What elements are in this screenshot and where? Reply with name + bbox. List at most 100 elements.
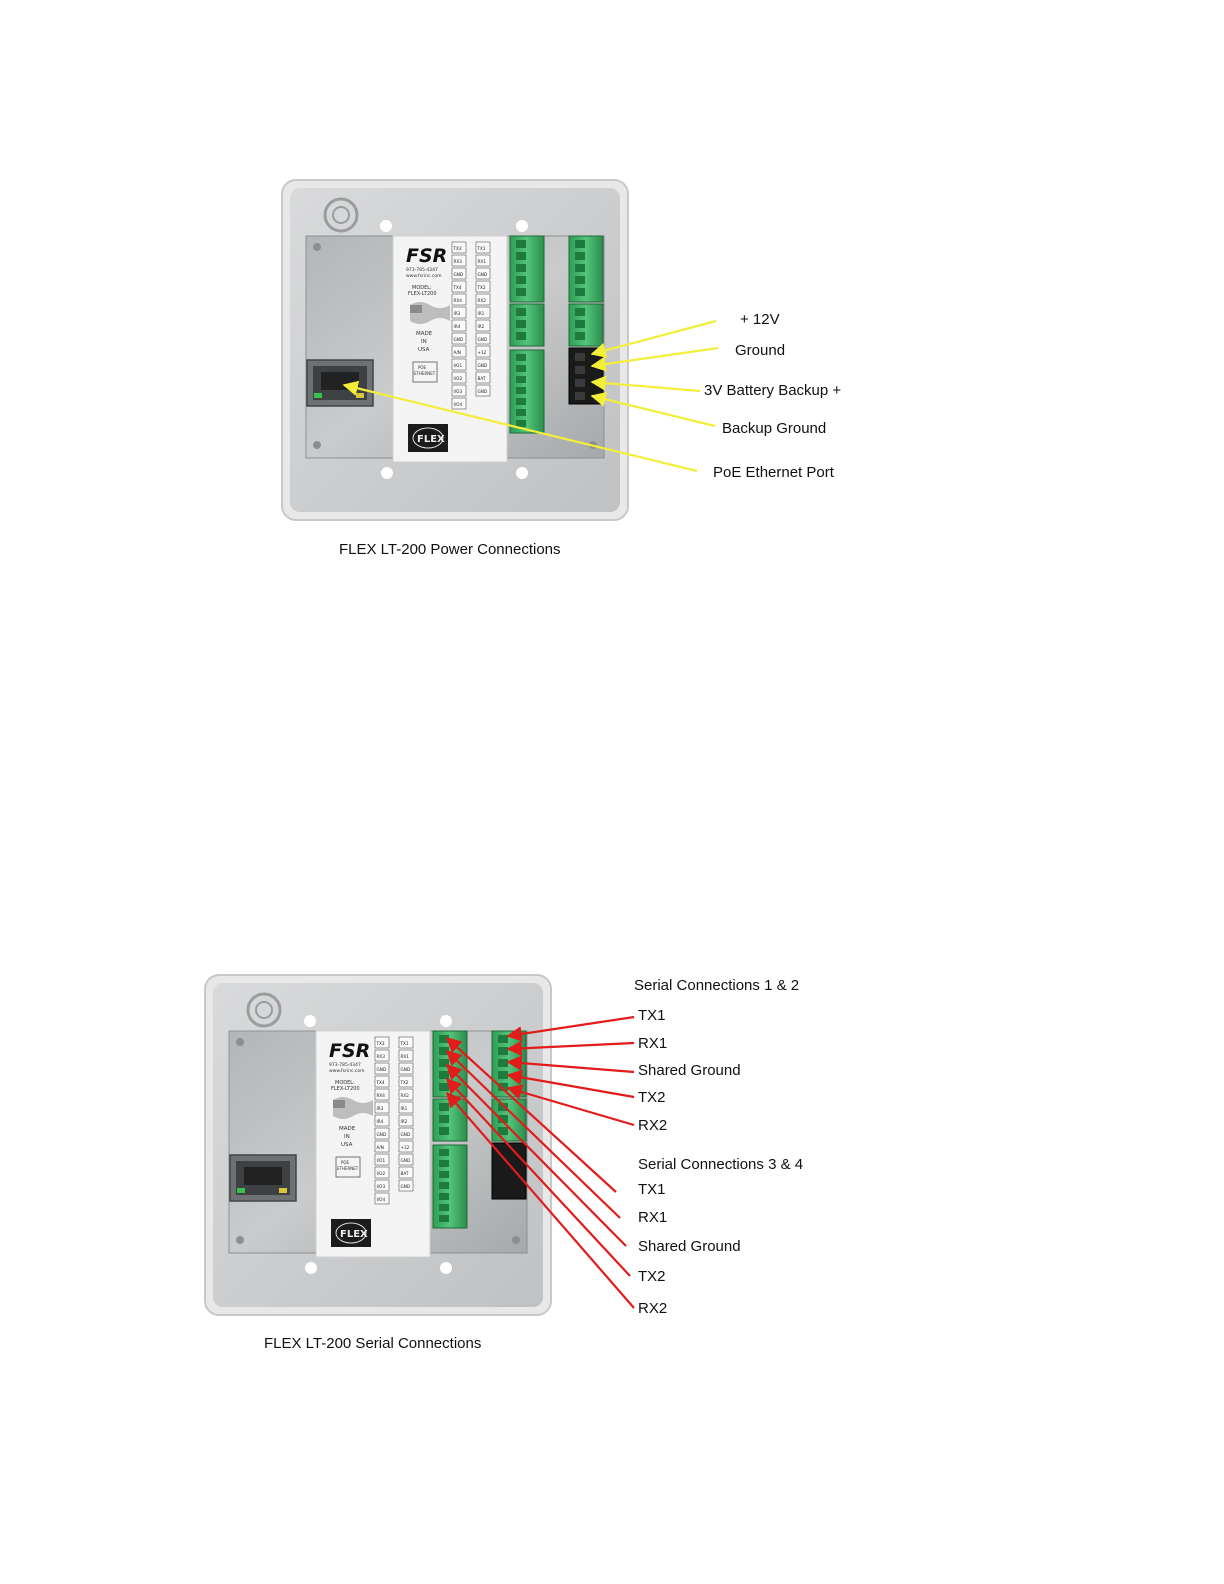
svg-text:USA: USA	[418, 347, 430, 353]
terminal-label-box	[374, 1114, 390, 1127]
svg-text:www.fsrinc.com: www.fsrinc.com	[329, 1068, 364, 1074]
terminal-screw-icon	[498, 1035, 508, 1043]
terminal-label-box	[398, 1075, 414, 1088]
terminal-label: I/O1	[377, 1158, 386, 1163]
screw-hole-icon	[516, 220, 528, 232]
plate-logo-icon	[246, 992, 282, 1028]
terminal-screw-icon	[439, 1103, 449, 1111]
terminal-label: I/O1	[454, 363, 463, 368]
terminal-label: GND	[401, 1132, 411, 1137]
terminal-label-box	[398, 1140, 414, 1153]
terminal-screw-icon	[575, 332, 585, 340]
terminal-screw-icon	[439, 1035, 449, 1043]
terminal-screw-icon	[516, 332, 526, 340]
terminal-label: I/O2	[454, 376, 463, 381]
terminal-label-box	[475, 345, 491, 358]
terminal-label-box	[374, 1153, 390, 1166]
terminal-screw-icon	[498, 1059, 508, 1067]
terminal-label-box	[451, 371, 467, 384]
terminal-screw-icon	[516, 288, 526, 296]
terminal-label-box	[475, 384, 491, 397]
terminal-screw-icon	[439, 1071, 449, 1079]
terminal-screw-icon	[439, 1193, 449, 1200]
terminal-label-box	[374, 1179, 390, 1192]
serial-ethernet-port	[229, 1154, 297, 1202]
serial-callout-arrows	[445, 1015, 635, 1309]
terminal-label-box	[374, 1062, 390, 1075]
screw-hole-icon	[380, 220, 392, 232]
svg-text:ETHERNET: ETHERNET	[414, 371, 436, 376]
terminal-block	[432, 1098, 468, 1142]
svg-text:IN: IN	[421, 339, 427, 345]
terminal-label-box	[398, 1179, 414, 1192]
terminal-screw-icon	[575, 264, 585, 272]
terminal-label-box	[398, 1049, 414, 1062]
serial-group1-rx1: RX1	[638, 1035, 668, 1052]
terminal-block	[568, 303, 604, 347]
terminal-label: RX3	[454, 259, 463, 264]
terminal-screw-icon	[575, 288, 585, 296]
terminal-label-box	[475, 267, 491, 280]
terminal-label-box	[374, 1036, 390, 1049]
terminal-screw-icon	[575, 320, 585, 328]
arrow-s12-tx2	[506, 1069, 635, 1099]
serial-label-panel: FSR 973-785-4347 www.fsrinc.com MODEL: F…	[315, 1030, 431, 1258]
svg-text:MODEL:: MODEL:	[412, 285, 432, 291]
terminal-label: GND	[377, 1132, 387, 1137]
terminal-label-column-1: TX3RX3GNDTX4RX4IR3IR4GNDA/NI/O1I/O2I/O3I…	[374, 1036, 390, 1205]
arrow-poe	[342, 380, 698, 473]
terminal-label-box	[398, 1101, 414, 1114]
terminal-label-box	[451, 280, 467, 293]
terminal-label-box	[374, 1075, 390, 1088]
terminal-screw-icon	[516, 252, 526, 260]
label-panel: FSR 973-785-4347 www.fsrinc.com MODEL: F…	[392, 235, 508, 463]
terminal-screw-icon	[575, 276, 585, 284]
serial-group1-tx2: TX2	[638, 1089, 666, 1106]
callout-backup-ground: Backup Ground	[722, 420, 827, 437]
terminal-label-box	[374, 1088, 390, 1101]
terminal-block	[568, 235, 604, 303]
terminal-label: TX2	[477, 285, 486, 290]
terminal-label-box	[475, 293, 491, 306]
terminal-screw-icon	[498, 1127, 508, 1135]
svg-text:973-785-4347: 973-785-4347	[406, 267, 438, 273]
terminal-block	[432, 1144, 468, 1229]
terminal-label-box	[475, 280, 491, 293]
plate-logo-icon	[323, 197, 359, 233]
terminal-label-box	[451, 397, 467, 410]
terminal-screw-icon	[498, 1103, 508, 1111]
terminal-label-box	[475, 358, 491, 371]
terminal-label: IR4	[377, 1119, 384, 1124]
terminal-block	[509, 349, 545, 434]
terminal-screw-icon	[516, 409, 526, 416]
terminal-screw-icon	[498, 1047, 508, 1055]
brand-logo: FSR	[329, 1040, 370, 1062]
screw-hole-icon	[440, 1262, 452, 1274]
terminal-label: IR2	[401, 1119, 408, 1124]
arrow-s12-rx2	[506, 1084, 635, 1127]
svg-text:POE: POE	[418, 365, 427, 370]
terminal-label-box	[374, 1192, 390, 1205]
serial-group2-rx2: RX2	[638, 1300, 668, 1317]
terminal-screw-icon	[439, 1215, 449, 1222]
svg-text:USA: USA	[341, 1142, 353, 1148]
terminal-screw-icon	[575, 240, 585, 248]
terminal-label: IR3	[377, 1106, 384, 1111]
terminal-label: GND	[377, 1067, 387, 1072]
terminal-label: RX3	[377, 1054, 386, 1059]
svg-text:FLEX: FLEX	[417, 434, 445, 445]
terminal-label: TX1	[477, 246, 486, 251]
terminal-label-box	[398, 1036, 414, 1049]
serial-group2-rx1: RX1	[638, 1209, 668, 1226]
terminal-label: IR4	[454, 324, 461, 329]
terminal-block	[509, 303, 545, 347]
power-callout-arrows	[342, 319, 719, 473]
terminal-label-column-1: TX3RX3GNDTX4RX4IR3IR4GNDA/NI/O1I/O2I/O3I…	[451, 241, 467, 410]
arrow-s12-gnd	[506, 1055, 635, 1074]
terminal-screw-icon	[439, 1160, 449, 1167]
svg-text:MADE: MADE	[339, 1126, 356, 1132]
terminal-label: GND	[478, 272, 488, 277]
terminal-screw-icon	[439, 1127, 449, 1135]
terminal-label: GND	[401, 1158, 411, 1163]
terminal-label: GND	[454, 337, 464, 342]
